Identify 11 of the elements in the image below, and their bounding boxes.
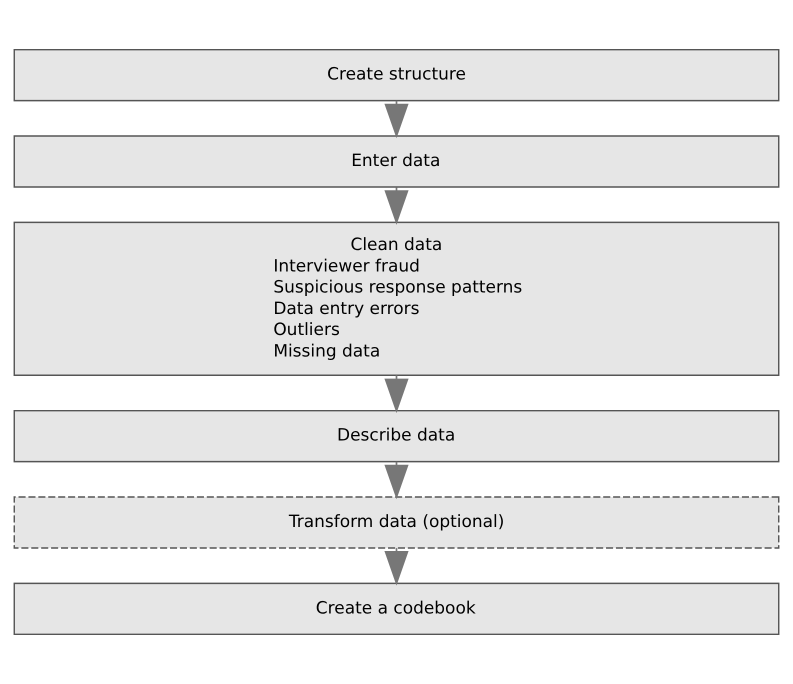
arrow [384,100,409,138]
arrow [384,462,409,500]
arrow [384,548,409,586]
arrow [384,188,409,225]
arrow [384,375,409,414]
node-box: Enter data [14,135,780,188]
node-box: Create a codebook [14,582,780,636]
node-box: Clean data Interviewer fraud Suspicious response patterns Data entry errors Outliers Missing data [14,222,780,376]
node-box: Transform data (optional) [14,496,780,549]
node-box: Create structure [14,48,780,102]
node-box: Describe data [14,410,780,462]
